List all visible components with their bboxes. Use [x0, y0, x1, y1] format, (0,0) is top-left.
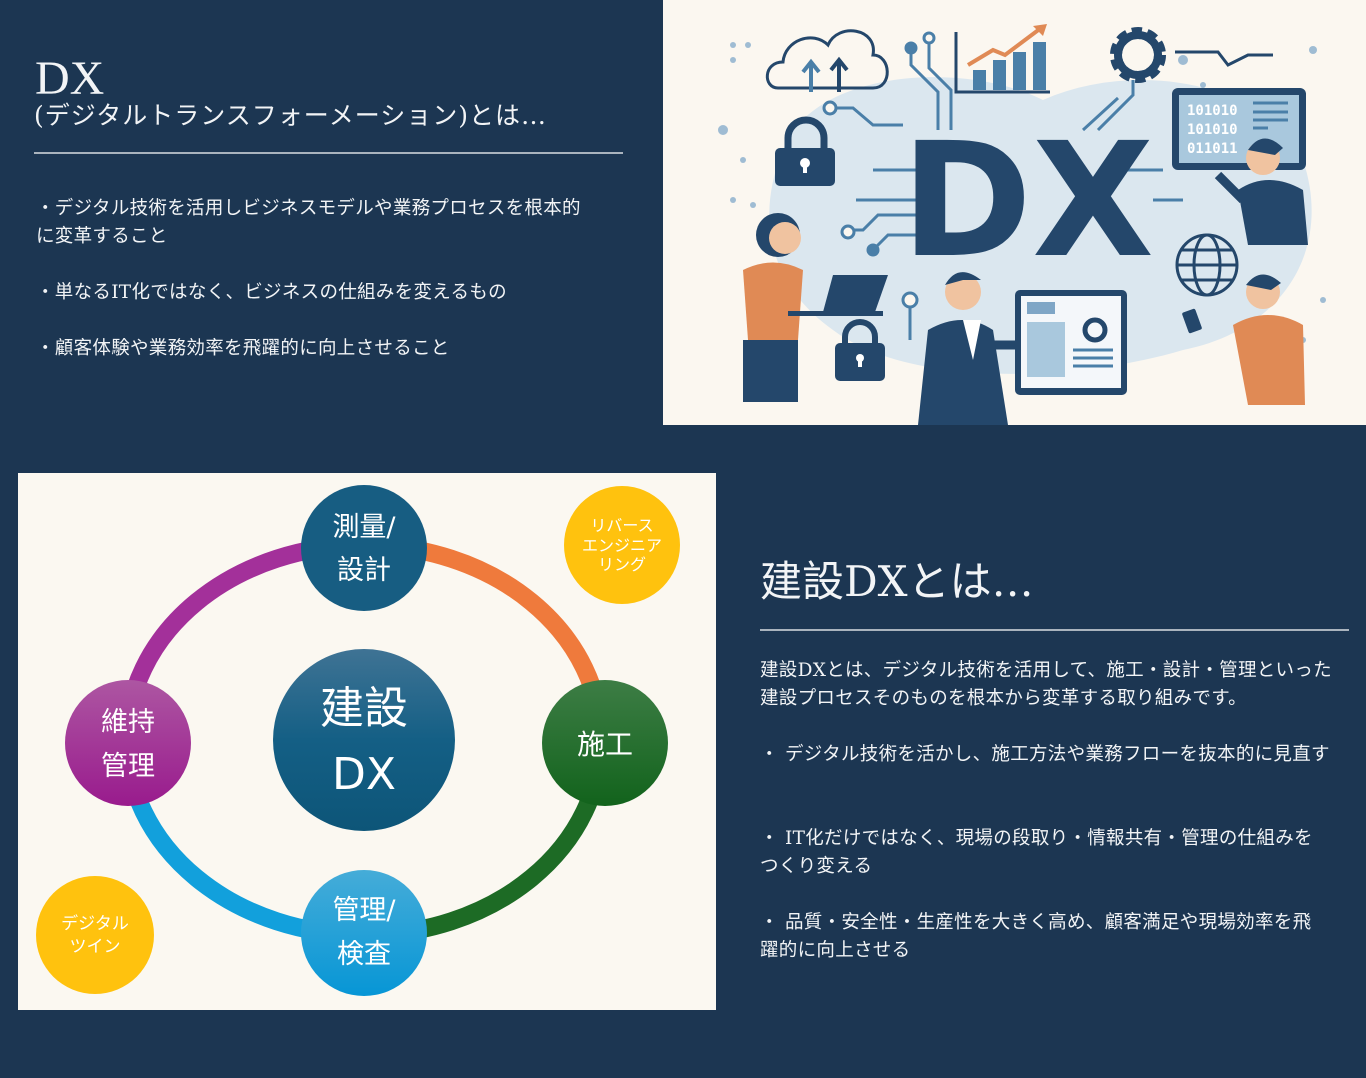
bubble-label: リング	[598, 555, 646, 574]
bubble-reverse-engineering: リバース エンジニア リング	[564, 486, 680, 604]
bubble-label: エンジニア	[582, 536, 662, 555]
construction-dx-bullet-3: ・ 品質・安全性・生産性を大きく高め、顧客満足や現場効率を飛躍的に向上させる	[760, 912, 1312, 961]
person-woman-laptop	[743, 213, 888, 402]
node-label: 管理	[101, 751, 155, 782]
dot-pattern	[718, 42, 1326, 343]
globe-icon	[1175, 233, 1239, 297]
center-label-line2: DX	[332, 749, 396, 800]
dx-bullet-3: ・顧客体験や業務効率を飛躍的に向上させること	[36, 338, 450, 359]
binary-line: 101010	[1187, 122, 1238, 138]
circuit-lines	[822, 31, 1183, 340]
binary-line: 011011	[1187, 141, 1238, 157]
center-node: 建設 DX	[273, 649, 455, 831]
person-man-phone	[1182, 274, 1305, 405]
center-label-line1: 建設	[320, 683, 408, 734]
node-label: 施工	[577, 728, 633, 761]
node-construction: 施工	[542, 680, 668, 806]
construction-dx-bullet-2: ・ IT化だけではなく、現場の段取り・情報共有・管理の仕組みをつくり変える	[760, 828, 1313, 877]
node-survey-design: 測量/ 設計	[301, 485, 427, 611]
person-man-monitor	[1214, 138, 1308, 245]
bubble-label: リバース	[590, 516, 653, 535]
node-label: 測量/	[332, 512, 396, 543]
node-label: 管理/	[332, 895, 396, 926]
bubble-digital-twin: デジタル ツイン	[36, 876, 154, 994]
node-label: 設計	[337, 555, 391, 586]
monitor-icon: 101010 101010 011011	[1172, 88, 1306, 170]
person-woman-presenting	[918, 272, 1028, 425]
cloud-upload-icon	[765, 29, 889, 92]
growth-chart-icon	[954, 24, 1050, 94]
dx-title: DX	[35, 52, 105, 105]
bubble-label: ツイン	[70, 937, 121, 957]
construction-dx-cycle-diagram: 建設 DX 測量/ 設計 施工 管理/ 検査 維持 管理 リバース エンジニア …	[18, 473, 716, 1010]
lock-icon	[775, 116, 835, 186]
dx-illustration: DX 101010 101010 011011	[663, 0, 1366, 425]
construction-dx-title: 建設DXとは…	[760, 557, 1034, 606]
construction-dx-intro: 建設DXとは、デジタル技術を活用して、施工・設計・管理といった建設プロセスそのも…	[760, 660, 1332, 709]
node-label: 維持	[101, 707, 155, 738]
node-management-inspection: 管理/ 検査	[301, 870, 427, 996]
divider	[760, 629, 1349, 631]
lock-icon	[835, 319, 885, 381]
node-label: 検査	[337, 939, 391, 970]
dx-subtitle: (デジタルトランスフォーメーション)とは…	[34, 101, 548, 130]
binary-line: 101010	[1187, 103, 1238, 119]
divider	[34, 152, 623, 154]
bubble-label: デジタル	[61, 913, 129, 934]
dx-bullet-1: ・デジタル技術を活用しビジネスモデルや業務プロセスを根本的に変革すること	[36, 198, 581, 247]
dx-big-text: DX	[901, 109, 1154, 293]
construction-dx-bullet-1: ・ デジタル技術を活かし、施工方法や業務フローを抜本的に見直す	[760, 744, 1330, 765]
tablet-icon	[1015, 290, 1127, 395]
dx-bullet-2: ・単なるIT化ではなく、ビジネスの仕組みを変えるもの	[36, 282, 507, 303]
node-maintenance: 維持 管理	[65, 680, 191, 806]
gear-icon	[1110, 27, 1166, 83]
